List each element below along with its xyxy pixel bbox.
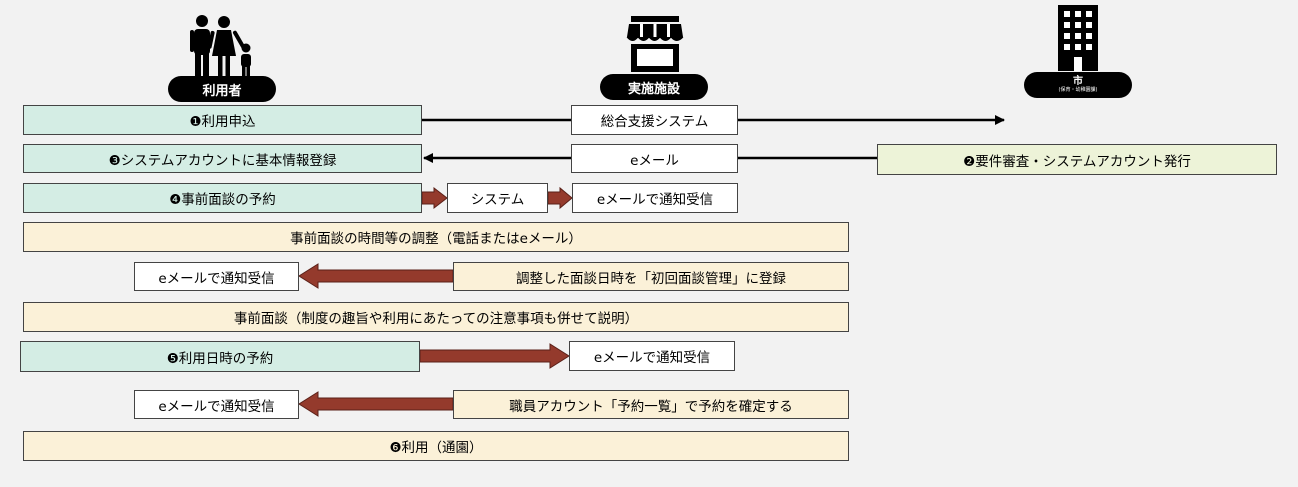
red-arrow-reserve-system (421, 186, 448, 210)
notify-box-4: eメールで通知受信 (134, 390, 299, 419)
system-small-box: システム (447, 183, 548, 213)
use-box: ❻利用（通園） (23, 431, 849, 461)
pre-interview-box: 事前面談（制度の趣旨や利用にあたっての注意事項も併せて説明） (23, 302, 849, 332)
system-main-box: 総合支援システム (571, 105, 738, 135)
store-icon (626, 16, 684, 72)
city-label-text: 市 (1073, 76, 1083, 88)
confirm-reservation-box: 職員アカウント「予約一覧」で予約を確定する (453, 390, 849, 419)
reserve-use-box: ❺利用日時の予約 (20, 341, 420, 372)
email-box: eメール (571, 144, 738, 173)
register-date-box: 調整した面談日時を「初回面談管理」に登録 (453, 262, 849, 291)
user-label: 利用者 (168, 76, 276, 102)
adjust-time-box: 事前面談の時間等の調整（電話またはeメール） (23, 222, 849, 252)
family-icon (190, 15, 251, 77)
building-icon (1058, 5, 1098, 71)
notify-box-3: eメールで通知受信 (569, 341, 735, 371)
reserve-pre-box: ❹事前面談の予約 (23, 183, 422, 213)
review-issue-box: ❷要件審査・システムアカウント発行 (877, 144, 1277, 175)
facility-label: 実施施設 (600, 74, 708, 100)
red-arrow-confirm-notify (298, 391, 454, 417)
red-arrow-system-notify (547, 186, 573, 210)
register-account-box: ❸システムアカウントに基本情報登録 (23, 144, 422, 173)
notify-box-2: eメールで通知受信 (134, 262, 299, 291)
red-arrow-register-notify (298, 263, 454, 289)
city-label: 市 (保育・幼稚園課) (1024, 72, 1132, 98)
apply-box: ❶利用申込 (23, 105, 422, 135)
red-arrow-reserveuse-notify (419, 343, 570, 369)
city-label-sub: (保育・幼稚園課) (1058, 86, 1098, 93)
notify-box-1: eメールで通知受信 (572, 183, 738, 213)
